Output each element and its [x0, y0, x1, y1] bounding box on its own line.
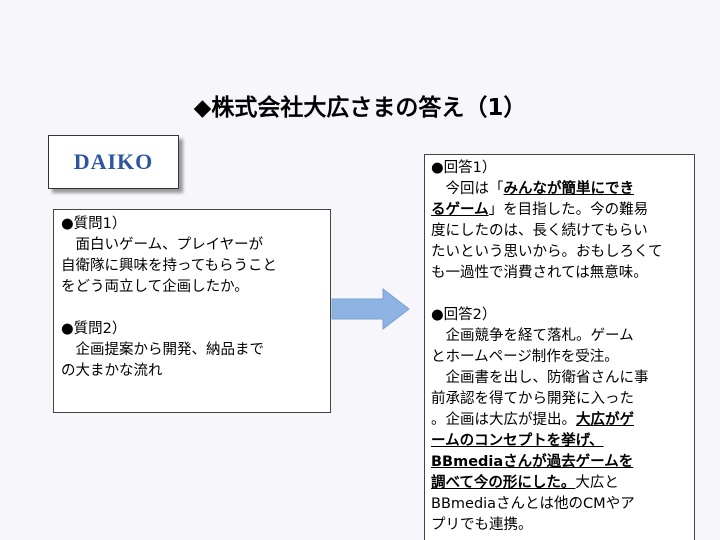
text-segment: 面白いゲーム、プレイヤーが	[61, 237, 264, 253]
answer-line: も一過性で消費されては無意味。	[431, 263, 694, 284]
answer-line: ームのコンセプトを挙げ、	[431, 431, 694, 452]
answer-line: 企画書を出し、防衛省さんに事	[431, 368, 694, 389]
question-line: をどう両立して企画したか。	[61, 277, 330, 298]
logo-text: DAIKO	[73, 149, 154, 174]
text-segment: も一過性で消費されては無意味。	[431, 265, 648, 281]
text-segment: 自衛隊に興味を持ってもらうこと	[61, 258, 278, 274]
emphasized-text: 調べて今の形にした。	[431, 475, 576, 491]
text-segment: 度にしたのは、長く続けてもらい	[431, 223, 648, 239]
text-segment: 大広と	[575, 475, 619, 491]
text-segment: ●質問2）	[61, 321, 127, 337]
answer-line: ●回答1）	[431, 158, 694, 179]
question-line: ●質問2）	[61, 319, 330, 340]
answer-line: 今回は「みんなが簡単にでき	[431, 179, 694, 200]
emphasized-text: ームのコンセプトを挙げ、	[431, 433, 604, 449]
text-segment: ●質問1）	[61, 216, 127, 232]
answer-line: 。企画は大広が提出。大広がゲ	[431, 410, 694, 431]
answer-line: ●回答2）	[431, 305, 694, 326]
arrow-shape	[331, 288, 410, 330]
daiko-logo: DAIKO	[48, 135, 179, 189]
question-line: 面白いゲーム、プレイヤーが	[61, 235, 330, 256]
answer-line	[431, 284, 694, 305]
answer-line: 度にしたのは、長く続けてもらい	[431, 221, 694, 242]
answer-line: たいという思いから。おもしろくて	[431, 242, 694, 263]
text-segment: の大まかな流れ	[61, 363, 163, 379]
questions-box: ●質問1） 面白いゲーム、プレイヤーが自衛隊に興味を持ってもらうことをどう両立し…	[53, 209, 331, 413]
answer-line: 企画競争を経て落札。ゲーム	[431, 326, 694, 347]
text-segment: 企画提案から開発、納品まで	[61, 342, 264, 358]
answer-line: BBmediaさんとは他のCMやア	[431, 494, 694, 515]
right-arrow-icon	[331, 288, 410, 330]
answer-line: るゲーム」を目指した。今の難易	[431, 200, 694, 221]
answer-line: BBmediaさんが過去ゲームを	[431, 452, 694, 473]
text-segment: 企画書を出し、防衛省さんに事	[431, 370, 649, 386]
question-line: ●質問1）	[61, 214, 330, 235]
question-line	[61, 298, 330, 319]
text-segment: たいという思いから。おもしろくて	[431, 244, 663, 260]
answer-line: プリでも連携。	[431, 515, 694, 536]
text-segment: とホームページ制作を受注。	[431, 349, 619, 365]
text-segment: 」を目指した。今の難易	[488, 202, 649, 218]
question-line: 企画提案から開発、納品まで	[61, 340, 330, 361]
answers-box: ●回答1） 今回は「みんなが簡単にできるゲーム」を目指した。今の難易度にしたのは…	[424, 154, 695, 540]
emphasized-text: BBmediaさんが過去ゲームを	[431, 454, 634, 470]
text-segment: 企画競争を経て落札。ゲーム	[431, 328, 634, 344]
emphasized-text: 大広がゲ	[576, 412, 634, 428]
slide-title: ◆株式会社大広さまの答え（1）	[193, 95, 527, 121]
text-segment: 前承認を得てから開発に入った	[431, 391, 634, 407]
question-line: 自衛隊に興味を持ってもらうこと	[61, 256, 330, 277]
answer-line: 調べて今の形にした。大広と	[431, 473, 694, 494]
text-segment: 今回は「	[431, 181, 504, 197]
text-segment: 。企画は大広が提出。	[431, 412, 576, 428]
text-segment: ●回答1）	[431, 160, 497, 176]
question-line: の大まかな流れ	[61, 361, 330, 382]
text-segment: をどう両立して企画したか。	[61, 279, 249, 295]
text-segment: ●回答2）	[431, 307, 497, 323]
emphasized-text: みんなが簡単にでき	[503, 181, 635, 197]
answer-line: 前承認を得てから開発に入った	[431, 389, 694, 410]
answer-line: とホームページ制作を受注。	[431, 347, 694, 368]
emphasized-text: るゲーム	[431, 202, 489, 218]
text-segment: BBmediaさんとは他のCMやア	[431, 496, 635, 512]
text-segment: プリでも連携。	[431, 517, 533, 533]
